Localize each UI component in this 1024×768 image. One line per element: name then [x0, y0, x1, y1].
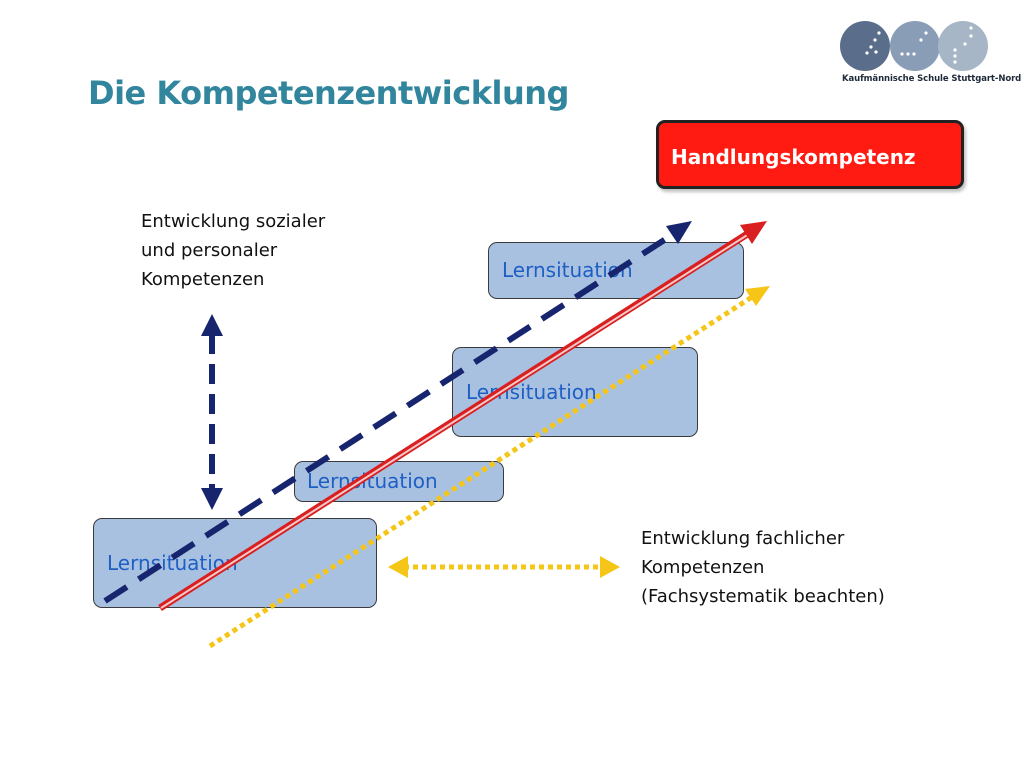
- social-competence-note: Entwicklung sozialer und personaler Komp…: [141, 207, 325, 294]
- logo-caption: Kaufmännische Schule Stuttgart-Nord: [842, 74, 1022, 84]
- technical-competence-note: Entwicklung fachlicher Kompetenzen (Fach…: [641, 524, 885, 611]
- goal-box-label: Handlungskompetenz: [671, 145, 916, 169]
- technical-growth-arrow: [208, 286, 770, 649]
- step-label-4: Lernsituation: [502, 258, 633, 282]
- technical-note-line: (Fachsystematik beachten): [641, 586, 885, 607]
- technical-note-line: Entwicklung fachlicher: [641, 528, 845, 549]
- technical-horizontal-arrow: [388, 556, 620, 578]
- social-vertical-arrow: [201, 314, 223, 510]
- social-note-line: und personaler: [141, 240, 278, 261]
- overall-growth-arrow: [158, 221, 767, 611]
- social-note-line: Entwicklung sozialer: [141, 211, 326, 232]
- social-note-line: Kompetenzen: [141, 269, 265, 290]
- slide-title: Die Kompetenzentwicklung: [88, 74, 569, 112]
- social-growth-arrow: [103, 221, 692, 604]
- technical-note-line: Kompetenzen: [641, 557, 765, 578]
- school-logo-icon: [840, 21, 988, 71]
- goal-box: [656, 120, 964, 189]
